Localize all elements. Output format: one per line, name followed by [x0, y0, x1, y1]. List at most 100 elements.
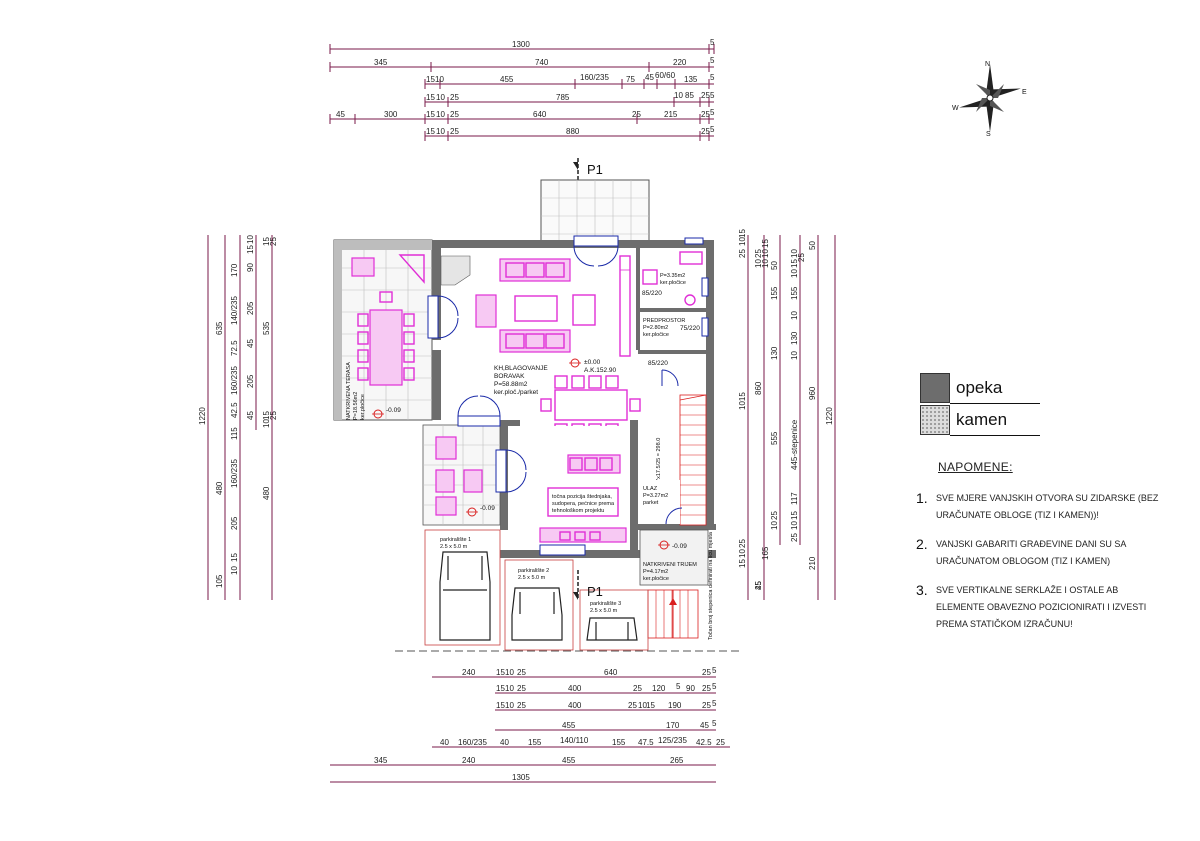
bottom-dimensions: 240 15 10 25 640 25 5 15 10 25 400 25 12… — [330, 666, 730, 783]
bath-door: 85/220 — [642, 290, 662, 297]
top-dim-2-1: 740 — [535, 58, 549, 67]
kitchen-note-3: tehnološkom projektu — [552, 508, 604, 514]
parking-3-size: 2.5 x 5.0 m — [590, 608, 618, 614]
bottom-dim-5-8: 42.5 — [696, 738, 712, 747]
left-dimensions: 1220 635 480 105 170 140/235 72.5 160/23… — [198, 235, 278, 600]
bottom-dim-6-3: 265 — [670, 756, 684, 765]
top-dim-2-0: 345 — [374, 58, 388, 67]
top-dim-5-2: 15 — [426, 110, 435, 119]
note-number: 3. — [916, 582, 928, 598]
legend-item-kamen: kamen — [920, 404, 1040, 436]
kitchen-area: točna pozicija štednjaka, sudopera, pećn… — [508, 426, 630, 550]
terrace-area: P=18.56m2 — [353, 392, 359, 420]
kamen-swatch — [920, 405, 950, 435]
top-dim-4-0: 15 — [426, 93, 435, 102]
left-dim-4-5: 205 — [246, 374, 255, 388]
bottom-dim-1-2: 10 — [505, 668, 514, 677]
note-text: SVE MJERE VANJSKIH OTVORA SU ZIDARSKE (B… — [936, 493, 1159, 520]
top-dim-5-1: 300 — [384, 110, 398, 119]
right-dim-2-4: 10 — [761, 259, 770, 268]
right-dim-5-0: 50 — [808, 241, 817, 250]
hallway-name: PREDPROSTOR — [643, 318, 685, 324]
kitchen-note-2: sudopera, pećnice prema — [552, 501, 615, 507]
top-dim-5-4: 25 — [450, 110, 459, 119]
living-area-value: P=58.88m2 — [494, 381, 528, 388]
legend-item-opeka: opeka — [920, 372, 1040, 404]
right-dim-1-1: 10 — [738, 237, 747, 246]
bottom-dim-6-0: 345 — [374, 756, 388, 765]
right-dim-4-2: 25 — [797, 253, 806, 262]
bottom-dim-7-0: 1305 — [512, 773, 530, 782]
right-dim-3-0: 50 — [770, 261, 779, 270]
bottom-dim-2-4: 25 — [633, 684, 642, 693]
compass-e: E — [1022, 89, 1027, 96]
bottom-dim-1-0: 240 — [462, 668, 476, 677]
stairs-dims: 17x17.5/25 = 298.0 — [656, 438, 662, 485]
right-dim-3-4: 25 — [770, 511, 779, 520]
terrace-name: NATKRIVENA TERASA — [346, 362, 352, 420]
bath-area: P=3.35m2 — [660, 273, 685, 279]
notes-title: NAPOMENE: — [938, 460, 1013, 474]
compass-rose-icon: N E S W — [952, 61, 1027, 138]
left-dim-4-2: 90 — [246, 263, 255, 272]
living-area: KH,BLAGOVANJE BORAVAK P=58.88m2 ker.ploč… — [440, 248, 641, 437]
opeka-swatch — [920, 373, 950, 403]
top-dim-3-1: 10 — [435, 75, 444, 84]
left-dim-5-2: 535 — [262, 321, 271, 335]
right-dim-3-2: 130 — [770, 346, 779, 360]
parking-1-size: 2.5 x 5.0 m — [440, 544, 468, 550]
top-dim-5-7: 215 — [664, 110, 678, 119]
right-dim-1-6: 15 — [738, 559, 747, 568]
covered-terrace: NATKRIVENA TERASA P=18.56m2 ker.pločice … — [333, 239, 433, 421]
right-dim-1-2: 15 — [738, 229, 747, 238]
bottom-dim-2-6: 5 — [676, 682, 681, 691]
bottom-dim-6-1: 240 — [462, 756, 476, 765]
bottom-dim-5-0: 40 — [440, 738, 449, 747]
bottom-dim-3-2: 25 — [517, 701, 526, 710]
bottom-dim-1-1: 15 — [496, 668, 505, 677]
top-dim-4-3: 785 — [556, 93, 570, 102]
left-dim-3-6: 160/235 — [230, 459, 239, 488]
bottom-dim-2-7: 90 — [686, 684, 695, 693]
porch-level: -0.09 — [672, 543, 687, 550]
bottom-dim-5-9: 25 — [716, 738, 725, 747]
bottom-dim-5-6: 47.5 — [638, 738, 654, 747]
hallway-floor: ker.pločice — [643, 332, 669, 338]
top-dim-3-8: 5 — [710, 73, 715, 82]
right-dim-3-5: 10 — [770, 521, 779, 530]
parking-2-name: parkiralište 2 — [518, 568, 549, 574]
right-dim-3-3: 555 — [770, 431, 779, 445]
right-dim-4-12: 25 — [790, 533, 799, 542]
right-dim-4-0: 10 — [790, 249, 799, 258]
parking-2-size: 2.5 x 5.0 m — [518, 575, 546, 581]
terrace-floor: ker.pločice — [360, 394, 366, 420]
kitchen-note: točna pozicija štednjaka, — [552, 494, 612, 500]
left-dim-3-7: 205 — [230, 516, 239, 530]
top-dim-5-3: 10 — [436, 110, 445, 119]
entrance-floor: parket — [643, 500, 659, 506]
west-yard: -0.09 — [422, 424, 501, 526]
compass-w: W — [952, 105, 959, 112]
top-dim-3-2: 455 — [500, 75, 514, 84]
living-floor: ker.ploč./parket — [494, 389, 538, 396]
left-dim-4-3: 205 — [246, 301, 255, 315]
top-dim-5-6: 25 — [632, 110, 641, 119]
bottom-dim-5-7: 125/235 — [658, 736, 687, 745]
right-dim-5-2: 210 — [808, 556, 817, 570]
top-dim-6-4: 25 — [701, 127, 710, 136]
right-dim-1-7: 165 — [761, 546, 770, 560]
left-dim-5-3: 25 — [269, 411, 278, 420]
top-dim-4-7: 5 — [710, 91, 715, 100]
hallway-door2: 75/220 — [680, 325, 700, 332]
bottom-dim-3-6: 15 — [646, 701, 655, 710]
left-dim-4-6: 45 — [246, 411, 255, 420]
left-dim-3-3: 160/235 — [230, 366, 239, 395]
right-dim-4-6: 130 — [790, 331, 799, 345]
top-dim-4-4: 10 — [674, 91, 683, 100]
bath-floor: ker.pločice — [660, 280, 686, 286]
bottom-dim-3-7: 190 — [668, 701, 682, 710]
left-dim-3-8: 15 — [230, 553, 239, 562]
parking-1-name: parkiralište 1 — [440, 537, 471, 543]
bottom-dim-3-1: 10 — [505, 701, 514, 710]
right-dim-5-1: 960 — [808, 386, 817, 400]
